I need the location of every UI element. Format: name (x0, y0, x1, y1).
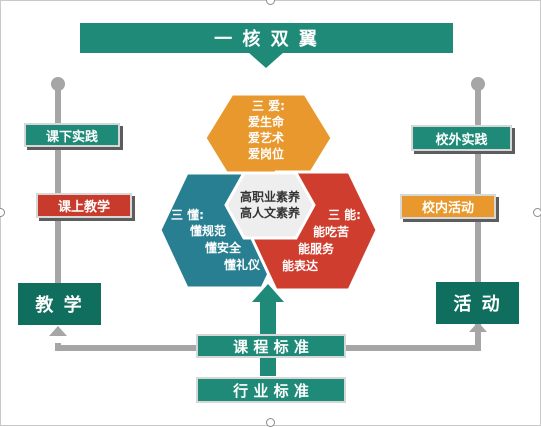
three-understandings-item-1: 懂规范 (189, 223, 226, 238)
right-wing-rule (475, 88, 481, 288)
core-hexagon (224, 171, 316, 240)
teaching-base-label: 教 学 (35, 295, 84, 316)
three-understandings-head: 三 懂: (171, 207, 204, 222)
campus-activity-box: 校内活动 (400, 194, 496, 219)
right-up-arrowhead (469, 322, 487, 332)
three-abilities-item-1: 能吃苦 (313, 224, 349, 239)
lower-arrow-shaft (260, 354, 276, 376)
resize-handle-right[interactable] (533, 208, 541, 217)
three-abilities-item-3: 能表达 (282, 258, 318, 273)
three-abilities-item-2: 能服务 (298, 241, 335, 256)
left-wing-dot (51, 77, 65, 91)
classroom-teaching-box: 课上教学 (36, 193, 132, 218)
center-arrowhead (252, 284, 284, 302)
resize-handle-top[interactable] (266, 0, 275, 5)
three-loves-head: 三 爱: (252, 98, 285, 113)
bottom-left-connector (55, 345, 197, 351)
activity-base-label: 活 动 (453, 294, 502, 315)
campus-activity-label: 校内活动 (421, 201, 474, 216)
three-loves-item-2: 爱艺术 (248, 130, 284, 145)
left-wing-rule (55, 88, 61, 293)
right-wing-dot (471, 77, 485, 91)
core-line-1: 高职业素养 (240, 189, 300, 204)
left-up-arrowhead (49, 326, 67, 336)
activity-base-box: 活 动 (436, 282, 519, 324)
core-line-2: 高人文素养 (240, 205, 300, 220)
resize-handle-left[interactable] (0, 208, 5, 217)
three-loves-item-1: 爱生命 (248, 114, 285, 129)
three-understandings-item-3: 懂礼仪 (223, 257, 261, 272)
industry-standard-box: 行 业 标 准 (196, 377, 346, 403)
bottom-right-connector (346, 345, 481, 351)
classroom-teaching-label: 课上教学 (57, 200, 110, 215)
three-abilities-head: 三 能: (328, 207, 361, 222)
off-campus-practice-box: 校外实践 (411, 125, 512, 151)
title-text: 一 核 双 翼 (214, 29, 319, 50)
industry-standard-label: 行 业 标 准 (233, 381, 309, 400)
course-standard-box: 课 程 标 准 (196, 334, 346, 358)
three-understandings-item-2: 懂安全 (204, 240, 242, 255)
teaching-base-box: 教 学 (18, 283, 101, 325)
center-arrow-shaft (260, 300, 276, 336)
title-banner: 一 核 双 翼 (80, 23, 453, 53)
extracurricular-practice-label: 课下实践 (45, 129, 98, 145)
three-loves-item-3: 爱岗位 (248, 146, 284, 161)
course-standard-label: 课 程 标 准 (233, 337, 309, 356)
extracurricular-practice-box: 课下实践 (24, 123, 120, 147)
off-campus-practice-label: 校外实践 (435, 132, 488, 148)
right-bottom-rule (475, 324, 481, 351)
